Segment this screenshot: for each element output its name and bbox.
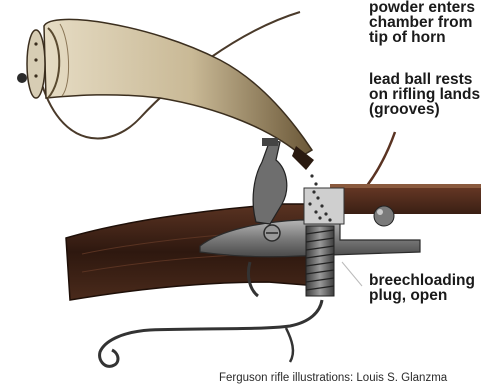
plug-leader-line	[342, 262, 362, 286]
plug-label-line-2: plug, open	[369, 288, 475, 303]
breech-plug	[306, 226, 334, 296]
powder-label-line-3: tip of horn	[369, 30, 475, 45]
powder-leader-line	[362, 132, 395, 192]
powder-label: powder enters chamber from tip of horn	[369, 0, 475, 45]
barrel	[330, 184, 481, 214]
ball-label: lead ball rests on rifling lands (groove…	[369, 72, 480, 117]
powder-label-line-2: chamber from	[369, 15, 475, 30]
ball-label-line-3: (grooves)	[369, 102, 480, 117]
ball-label-line-2: on rifling lands	[369, 87, 480, 102]
illustration-credit: Ferguson rifle illustrations: Louis S. G…	[219, 372, 447, 385]
breech-chamber	[304, 188, 344, 224]
plug-label: breechloading plug, open	[369, 273, 475, 303]
plug-label-line-1: breechloading	[369, 273, 475, 288]
lead-ball	[374, 206, 394, 226]
powder-label-line-1: powder enters	[369, 0, 475, 15]
ball-label-line-1: lead ball rests	[369, 72, 480, 87]
